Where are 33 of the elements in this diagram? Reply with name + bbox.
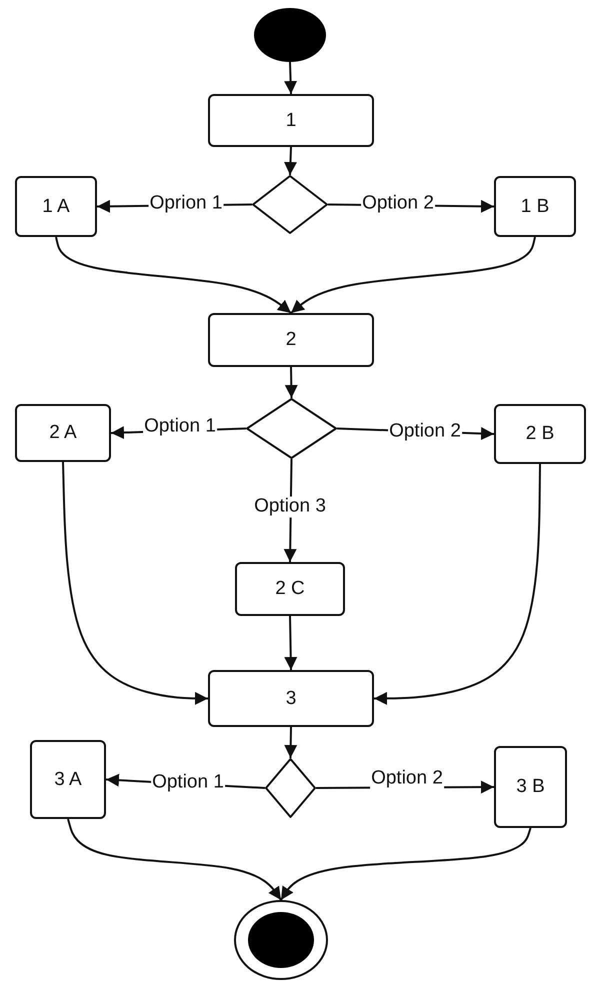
process-box: 1 xyxy=(208,94,374,147)
arrow xyxy=(62,462,208,705)
decision-diamond xyxy=(252,175,328,234)
arrow xyxy=(284,366,298,398)
process-box: 2 xyxy=(208,313,374,367)
edge-label: Oprion 1 xyxy=(148,194,224,214)
edge-label: Option 1 xyxy=(143,416,217,438)
decision-diamond xyxy=(246,398,337,459)
end-node xyxy=(234,900,328,980)
edge-label: Option 3 xyxy=(253,496,327,518)
start-node xyxy=(254,8,326,62)
arrow xyxy=(280,828,532,901)
edge-label: Option 2 xyxy=(370,768,444,790)
arrow xyxy=(284,146,297,176)
arrow xyxy=(284,726,298,758)
process-box: 3 xyxy=(208,670,374,727)
arrow xyxy=(374,464,541,705)
arrow xyxy=(55,236,292,314)
arrow xyxy=(284,62,298,94)
edge-label: Option 2 xyxy=(361,194,435,214)
process-box: 3 A xyxy=(30,740,106,819)
process-box: 1 B xyxy=(494,176,576,237)
decision-diamond xyxy=(265,758,316,818)
process-box: 2 B xyxy=(494,404,586,464)
edge-label: Option 2 xyxy=(388,422,462,442)
process-box: 2 A xyxy=(15,404,111,462)
process-box: 2 C xyxy=(235,562,345,616)
arrow xyxy=(67,818,282,901)
arrow xyxy=(284,616,298,670)
process-box: 3 B xyxy=(494,746,567,828)
edge-label: Option 1 xyxy=(151,772,225,794)
process-box: 1 A xyxy=(15,176,97,237)
arrow xyxy=(290,236,536,314)
